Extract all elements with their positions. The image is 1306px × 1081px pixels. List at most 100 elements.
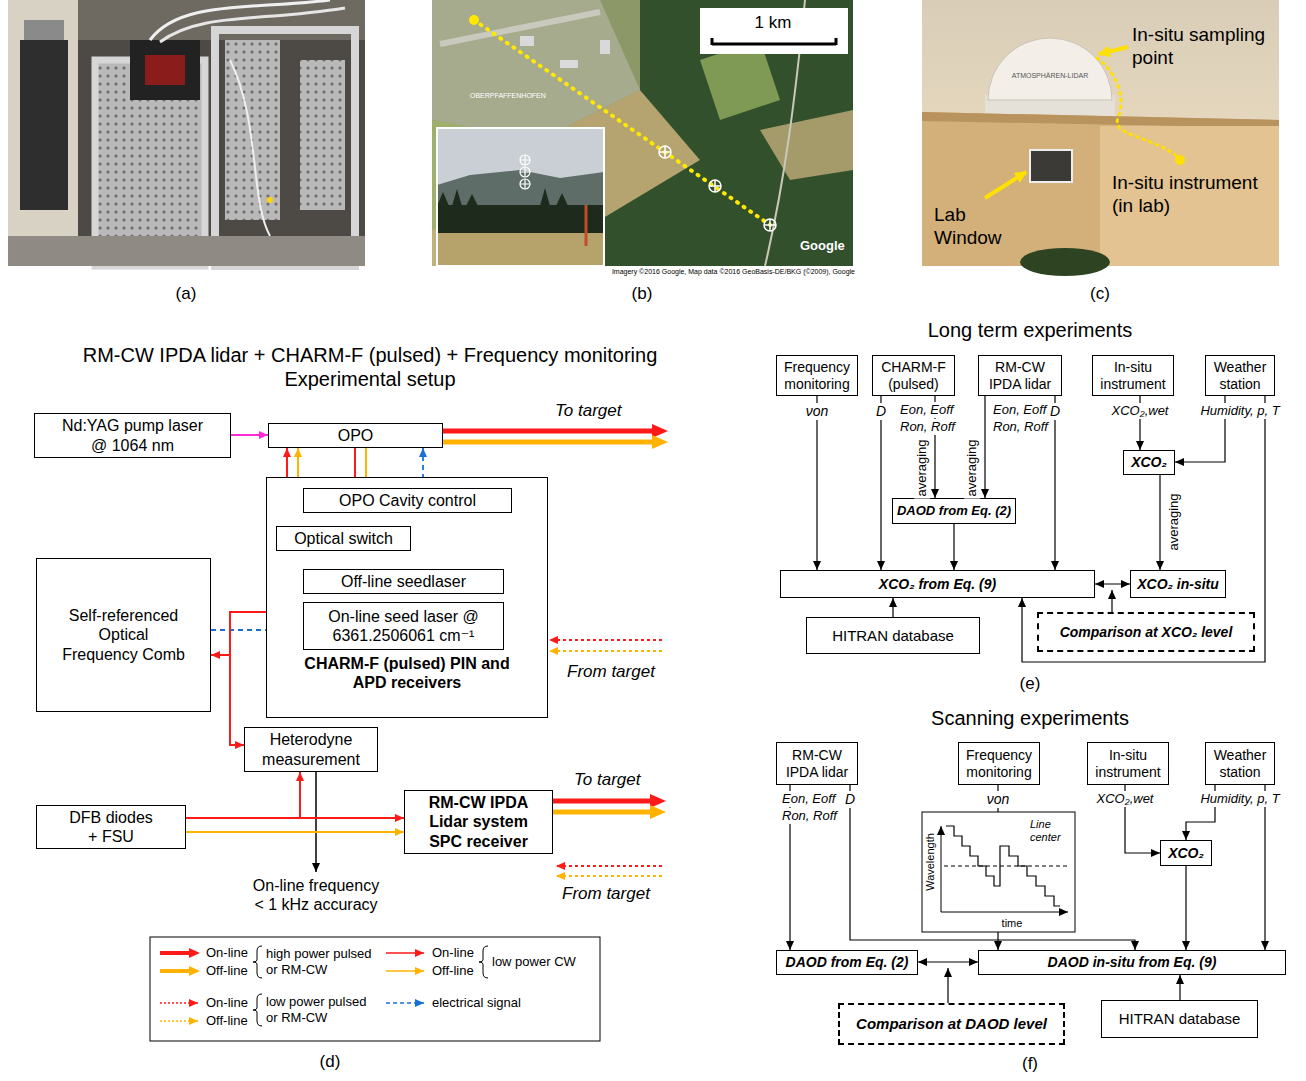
component-box: Off-line seedlaser xyxy=(303,569,504,594)
node-text: Frequency monitoring xyxy=(959,747,1039,781)
plot-annotation: Line center xyxy=(1030,818,1072,844)
connector-arrow xyxy=(984,396,985,498)
connector-arrow xyxy=(918,961,978,962)
quantity-box: XCO₂ xyxy=(1160,840,1212,866)
legend-box-part xyxy=(160,1002,198,1004)
node-text: HITRAN database xyxy=(829,627,957,645)
signal-label: Eon, Eoff xyxy=(991,402,1048,418)
building-photo-part xyxy=(922,112,1279,266)
retroreflector-mark-part xyxy=(520,167,530,177)
beam-label: To target xyxy=(574,770,640,790)
wavelength-plot xyxy=(922,812,1075,932)
photo-callout: In-situ sampling point xyxy=(1132,24,1282,70)
retroreflector-mark-part xyxy=(764,219,776,231)
building-photo-part xyxy=(1030,150,1072,182)
beam-arrows-part xyxy=(443,429,652,434)
signal-label: Ron, Roff xyxy=(780,808,839,824)
beam-arrows-part xyxy=(553,810,650,815)
laser-box: Nd:YAG pump laser @ 1064 nm xyxy=(34,413,231,458)
signal-label: XCO₂,wet xyxy=(1110,403,1171,419)
beam-arrows-part xyxy=(443,440,652,445)
building-photo-part xyxy=(985,172,1026,198)
legend-text: Off-line xyxy=(206,1013,248,1029)
comparison-arrows-part xyxy=(1111,590,1112,612)
component-box: OPO Cavity control xyxy=(303,488,512,513)
legend-text: On-line xyxy=(206,995,248,1011)
node-text: Frequency monitoring xyxy=(777,359,857,393)
retroreflector-mark-part xyxy=(709,180,721,192)
wavelength-plot-part xyxy=(944,866,1068,867)
retroreflector-mark-part xyxy=(709,180,721,192)
legend-box-part xyxy=(386,970,424,972)
signal-label: D xyxy=(874,403,888,420)
retroreflector-mark-part xyxy=(520,167,530,177)
connector-arrow xyxy=(997,785,998,950)
output-label: On-line frequency < 1 kHz accuracy xyxy=(247,876,385,914)
lab-photo-part xyxy=(267,197,273,203)
connector-arrow xyxy=(186,831,404,833)
lab-photo-part xyxy=(215,30,355,266)
retroreflector-mark-part xyxy=(659,146,671,158)
legend-box-part xyxy=(160,969,189,973)
connector-arrow xyxy=(1054,396,1055,570)
photo-callout: Lab Window xyxy=(934,204,1014,250)
legend-box-part xyxy=(386,952,424,954)
comb-box: Self-referenced Optical Frequency Comb xyxy=(36,558,211,712)
beam-arrows-part xyxy=(556,875,662,877)
beam-label: From target xyxy=(562,884,650,904)
source-box: In-situ instrument xyxy=(1092,355,1174,396)
panel-label: (e) xyxy=(1020,674,1041,694)
source-box: In-situ instrument xyxy=(1087,742,1169,785)
laser-box: DFB diodes + FSU xyxy=(36,805,186,849)
beam-arrows-part xyxy=(556,865,662,867)
panel-label: (d) xyxy=(320,1052,341,1072)
legend-group-label: low power pulsed or RM-CW xyxy=(266,994,378,1025)
node-text: XCO₂ xyxy=(1128,454,1170,471)
lab-photo-part xyxy=(300,60,345,210)
connector-arrow xyxy=(953,524,954,570)
legend-group-label: low power CW xyxy=(492,954,596,970)
map-satellite-part xyxy=(585,205,588,246)
photo-callout: In-situ instrument (in lab) xyxy=(1112,172,1277,218)
map-satellite-part xyxy=(712,38,836,45)
panel-heading: Scanning experiments xyxy=(931,706,1129,730)
signal-label: D xyxy=(843,791,857,808)
wavelength-plot-part xyxy=(922,812,1075,932)
signal-label: Ron, Roff xyxy=(898,419,957,435)
node-text: Comparison at XCO₂ level xyxy=(1057,624,1236,641)
connector-arrow xyxy=(850,785,1135,950)
legend-box-part xyxy=(386,1002,424,1004)
comparison-box: Comparison at DAOD level xyxy=(838,1003,1065,1045)
quantity-box: DAOD in-situ from Eq. (9) xyxy=(978,950,1286,975)
source-box: RM-CW IPDA lidar xyxy=(776,742,858,785)
signal-label: νon xyxy=(985,791,1012,808)
legend-text: electrical signal xyxy=(432,995,521,1011)
connector-arrow xyxy=(816,396,817,570)
beam-arrows-part xyxy=(315,772,317,872)
signal-label: Ron, Roff xyxy=(991,419,1050,435)
beam-arrows-part xyxy=(549,639,662,641)
map-satellite-part xyxy=(432,0,853,266)
connector-arrow xyxy=(1264,785,1265,950)
node-text: RM-CW IPDA Lidar system SPC receiver xyxy=(416,793,542,851)
legend-box-part xyxy=(479,946,488,978)
node-text: DAOD in-situ from Eq. (9) xyxy=(1045,954,1220,971)
node-text: CHARM-F (pulsed) PIN and APD receivers xyxy=(287,654,527,692)
instrument-frame: CHARM-F (pulsed) PIN and APD receivers OP… xyxy=(266,477,548,718)
legend-text: Off-line xyxy=(206,963,248,979)
node-text: HITRAN database xyxy=(1116,1010,1244,1028)
signal-label: XCO₂,wet xyxy=(1095,791,1156,807)
connector-arrow xyxy=(1159,475,1160,570)
legend-box-part xyxy=(253,946,262,978)
node-text: XCO₂ xyxy=(1165,845,1207,862)
retroreflector-mark-part xyxy=(659,146,671,158)
panel-heading: RM-CW IPDA lidar + CHARM-F (pulsed) + Fr… xyxy=(40,343,700,391)
map-satellite-part xyxy=(437,205,604,233)
map-logo: Google xyxy=(800,238,845,254)
connector-arrow xyxy=(1179,975,1180,1000)
quantity-box: DAOD from Eq. (2) xyxy=(776,950,918,975)
retroreflector-mark-part xyxy=(520,155,530,165)
